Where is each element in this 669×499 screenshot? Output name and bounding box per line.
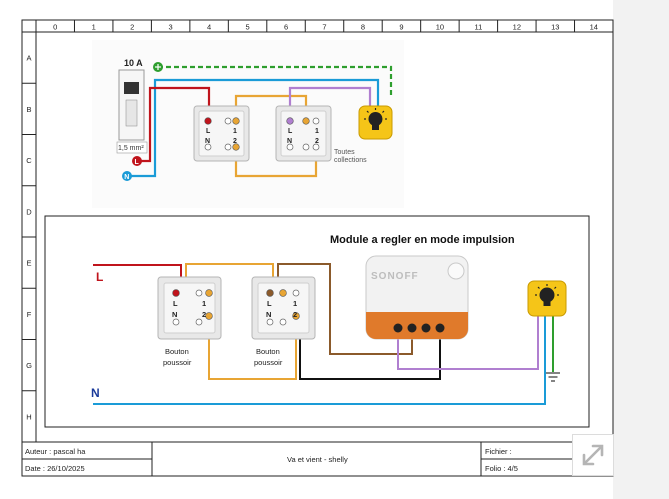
row-label-H: H <box>26 412 31 421</box>
expand-button[interactable] <box>572 434 614 476</box>
neutral-wire <box>127 78 380 178</box>
bottom-wiring-diagram: Module a regler en mode impulsion L N L … <box>44 215 590 428</box>
folio-field: Folio : 4/5 <box>485 464 518 473</box>
pushbutton-right-caption-2: poussoir <box>254 358 283 367</box>
column-label-4: 4 <box>207 23 211 32</box>
row-label-F: F <box>27 310 32 319</box>
column-label-1: 1 <box>92 23 96 32</box>
column-label-7: 7 <box>322 23 326 32</box>
drawing-title: Va et vient - shelly <box>287 455 348 464</box>
column-label-8: 8 <box>361 23 365 32</box>
neutral-wire-bottom <box>93 302 546 405</box>
pushbutton-left-1: 1 <box>202 299 206 308</box>
phase-terminal-label: L <box>135 159 140 166</box>
breaker-rating: 10 A <box>124 58 143 68</box>
pushbutton-right-2: 2 <box>293 310 297 319</box>
traveler-wire-bottom-2 <box>208 316 297 380</box>
row-label-E: E <box>26 259 31 268</box>
column-label-5: 5 <box>245 23 249 32</box>
top-wiring-diagram: 10 A 1,5 mm² L N 1 2 L N <box>92 40 404 208</box>
switch-right-l: L <box>288 128 293 135</box>
author-field: Auteur : pascal ha <box>25 447 86 456</box>
column-label-0: 0 <box>53 23 57 32</box>
lightbulb-icon <box>535 284 559 306</box>
switch-right-n: N <box>287 138 292 145</box>
row-label-B: B <box>26 105 31 114</box>
ground-icon <box>546 372 560 382</box>
bottom-diagram-border <box>44 215 590 428</box>
module-brand: SONOFF <box>371 271 419 282</box>
column-label-12: 12 <box>513 23 521 32</box>
pushbutton-left-l: L <box>173 299 178 308</box>
pushbutton-right-l: L <box>267 299 272 308</box>
column-label-6: 6 <box>284 23 288 32</box>
pushbutton-left-caption-2: poussoir <box>163 358 192 367</box>
file-field: Fichier : <box>485 447 512 456</box>
row-label-D: D <box>26 207 32 216</box>
neutral-label-n: N <box>91 386 100 400</box>
right-margin <box>613 0 669 499</box>
row-header: A B C D E F G H <box>22 54 36 421</box>
line-label-l: L <box>96 270 103 284</box>
pushbutton-right-caption-1: Bouton <box>256 347 280 356</box>
lamp-return-wire <box>288 86 372 121</box>
column-label-10: 10 <box>436 23 444 32</box>
expand-arrows-icon <box>582 444 604 466</box>
phase-terminal <box>132 156 142 166</box>
neutral-terminal <box>122 171 132 181</box>
smart-relay-module: SONOFF <box>365 255 469 340</box>
switch-left-2: 2 <box>233 138 237 145</box>
pushbutton-right-1: 1 <box>293 299 297 308</box>
brown-wire <box>277 263 413 355</box>
switch-left-1: 1 <box>233 128 237 135</box>
drawing-frame <box>21 19 614 477</box>
lightbulb-icon <box>364 108 387 130</box>
switch-right-1: 1 <box>315 128 319 135</box>
pushbutton-right-n: N <box>266 310 271 319</box>
breaker-toggle <box>124 82 139 94</box>
row-label-G: G <box>26 361 32 370</box>
module-title: Module a regler en mode impulsion <box>330 234 515 246</box>
switch-left-l: L <box>206 128 211 135</box>
column-label-14: 14 <box>590 23 598 32</box>
wire-section-tag <box>116 141 148 154</box>
column-label-13: 13 <box>551 23 559 32</box>
lamp-return-wire-bottom <box>397 302 539 370</box>
row-label-C: C <box>26 156 32 165</box>
title-block: Auteur : pascal ha Date : 26/10/2025 Va … <box>22 442 613 476</box>
black-wire <box>299 316 441 380</box>
earth-wire <box>158 65 393 98</box>
column-label-3: 3 <box>169 23 173 32</box>
switch-right-2: 2 <box>315 138 319 145</box>
phase-wire <box>137 86 211 163</box>
wire-section-label: 1,5 mm² <box>118 145 144 152</box>
column-label-2: 2 <box>130 23 134 32</box>
row-label-A: A <box>26 54 31 63</box>
pushbutton-left-2: 2 <box>202 310 206 319</box>
pushbutton-left-n: N <box>172 310 177 319</box>
date-field: Date : 26/10/2025 <box>25 464 85 473</box>
neutral-terminal-label: N <box>124 174 129 181</box>
pushbutton-left-caption-1: Bouton <box>165 347 189 356</box>
column-label-11: 11 <box>474 23 482 32</box>
column-label-9: 9 <box>399 23 403 32</box>
switch-left-n: N <box>205 138 210 145</box>
